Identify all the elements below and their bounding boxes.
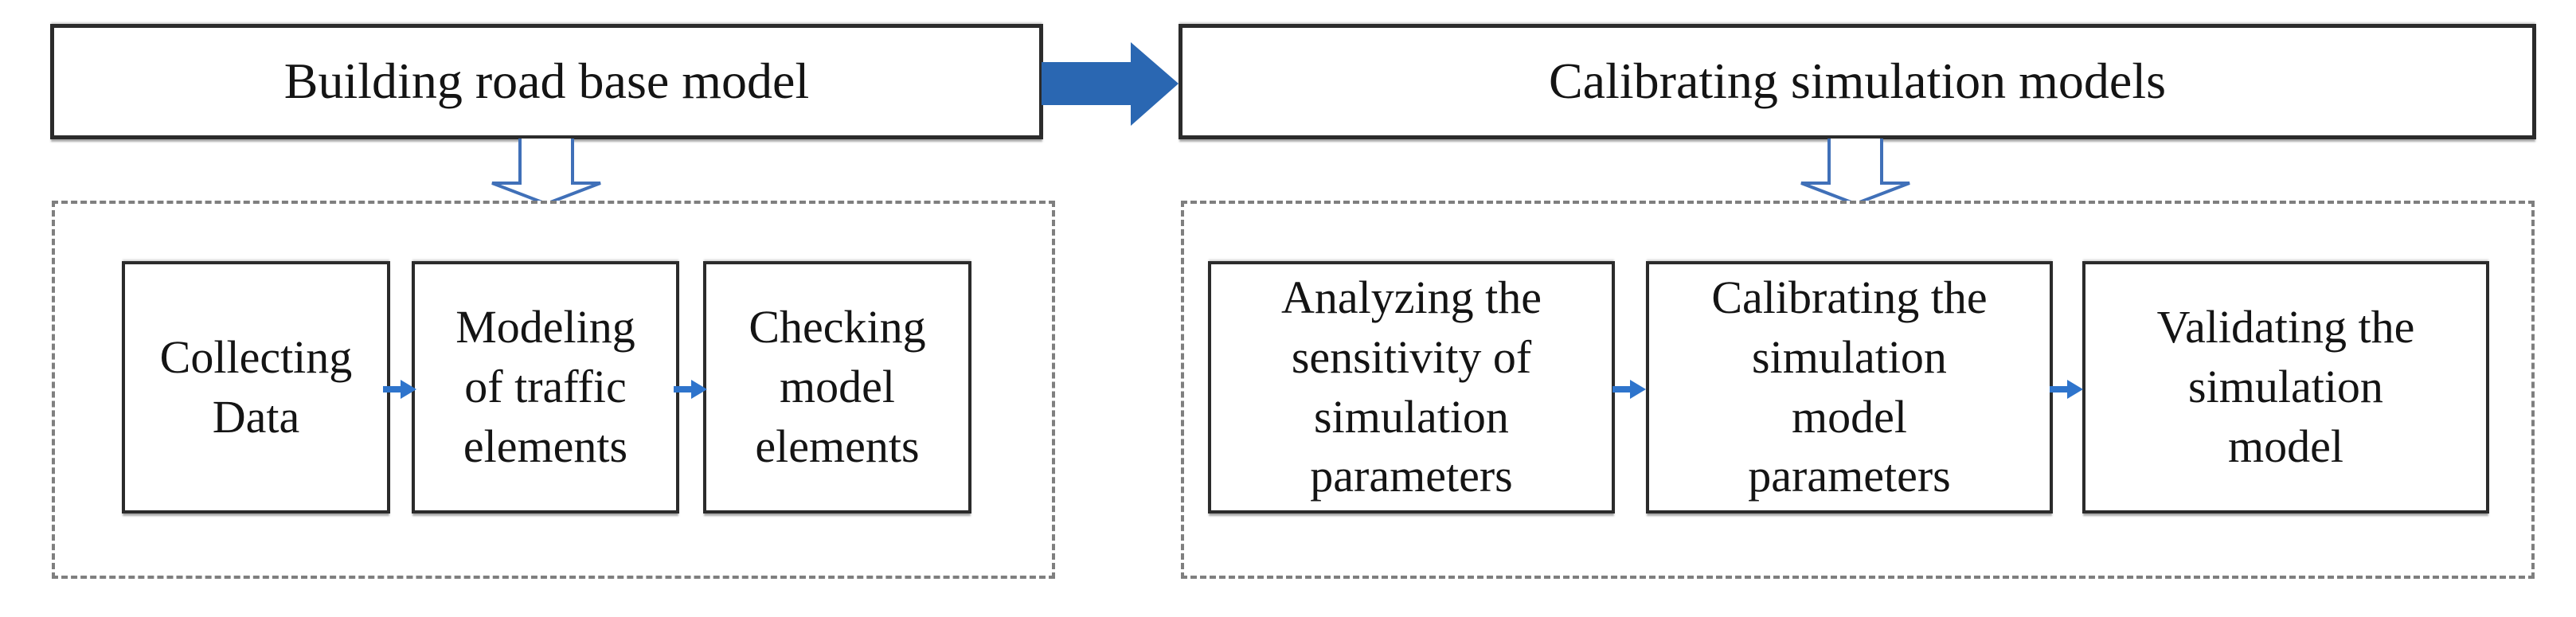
- step-arrow-icon: [674, 380, 707, 399]
- stage1-title-box: Building road base model: [50, 24, 1043, 139]
- step-label: Checking model elements: [749, 301, 926, 472]
- step-label: Collecting Data: [159, 330, 353, 443]
- step-arrow-icon: [2050, 380, 2083, 399]
- step-label: Analyzing the sensitivity of simulation …: [1281, 271, 1542, 502]
- step-box: Validating the simulation model: [2082, 261, 2489, 514]
- step-box: Calibrating the simulation model paramet…: [1646, 261, 2053, 514]
- step-label: Validating the simulation model: [2156, 301, 2415, 472]
- step-arrow-icon: [1612, 380, 1646, 399]
- stage2-down-arrow-icon: [1800, 139, 1910, 206]
- step-box: Modeling of traffic elements: [412, 261, 679, 514]
- stage1-down-arrow-icon: [491, 139, 601, 206]
- step-arrow-icon: [383, 380, 416, 399]
- stage1-title: Building road base model: [283, 53, 810, 110]
- step-label: Calibrating the simulation model paramet…: [1711, 271, 1988, 502]
- step-box: Checking model elements: [703, 261, 971, 514]
- stage-flow-arrow-icon: [1042, 42, 1179, 126]
- stage2-title: Calibrating simulation models: [1548, 53, 2167, 110]
- step-box: Collecting Data: [122, 261, 390, 514]
- step-box: Analyzing the sensitivity of simulation …: [1208, 261, 1615, 514]
- stage2-title-box: Calibrating simulation models: [1179, 24, 2536, 139]
- step-label: Modeling of traffic elements: [455, 301, 635, 472]
